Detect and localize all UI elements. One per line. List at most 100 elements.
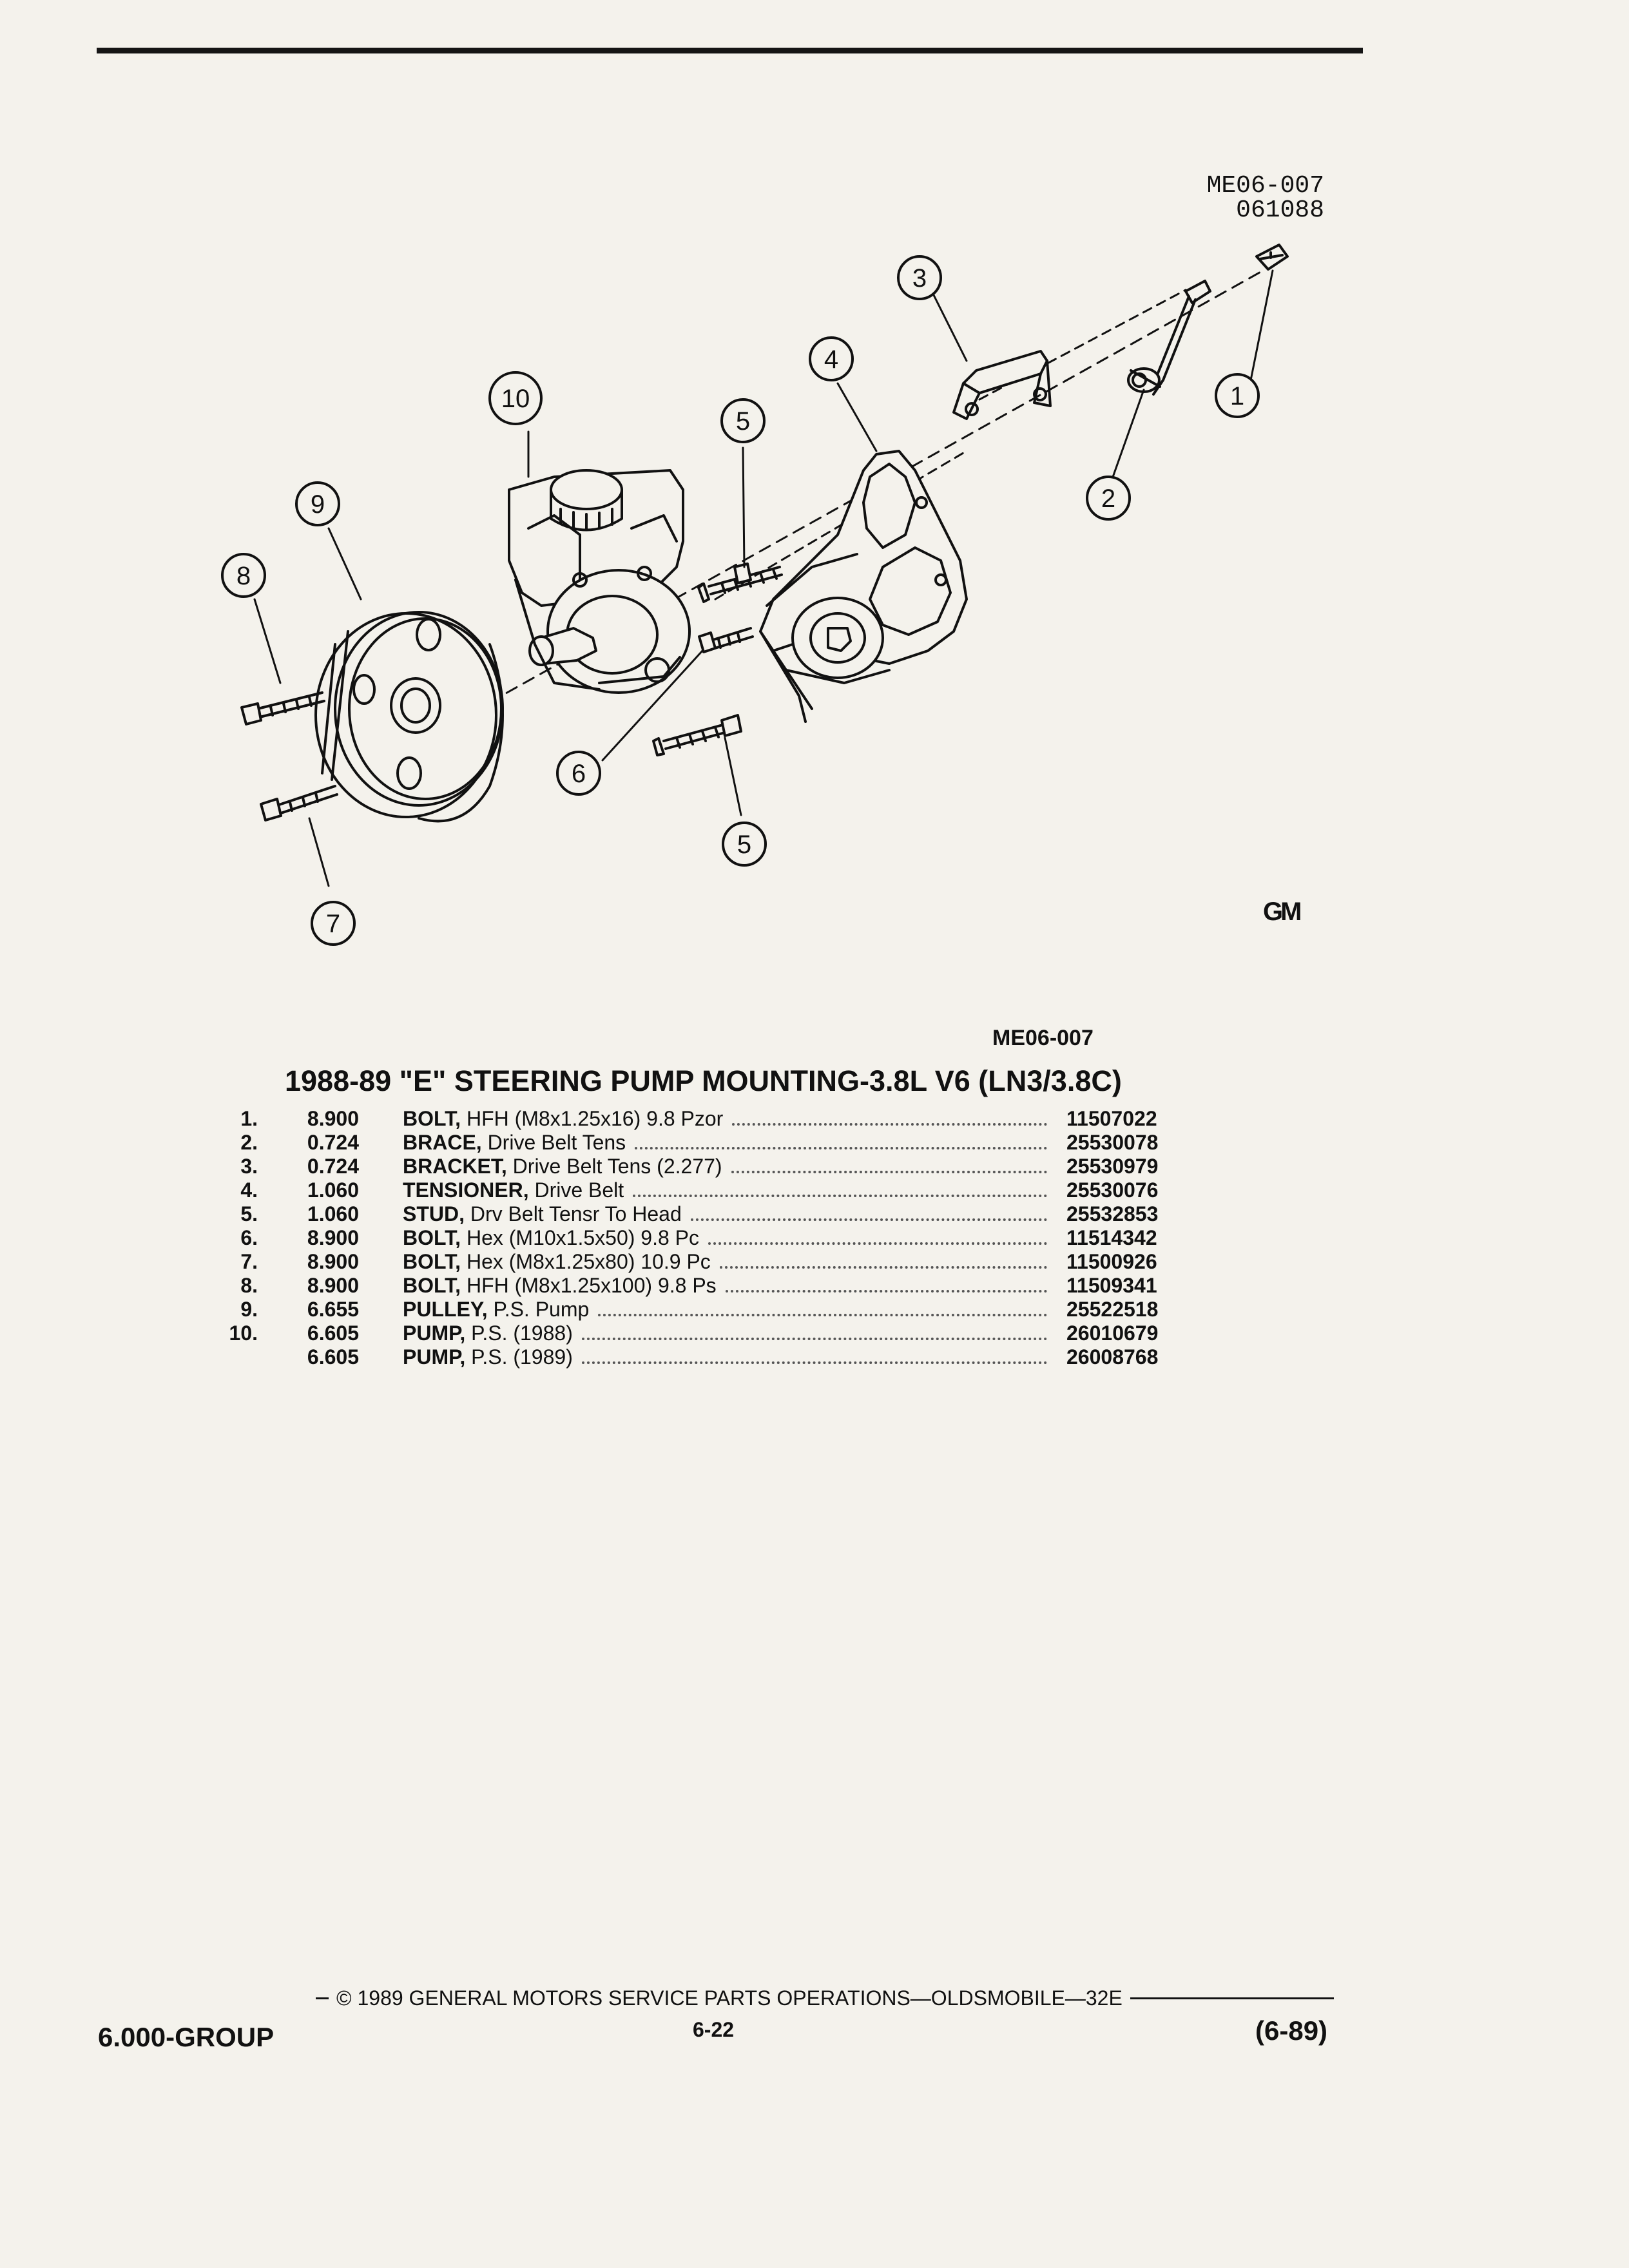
group-number: 8.900 <box>307 1226 359 1249</box>
part-number: 26008768 <box>1066 1345 1159 1369</box>
leader-dots <box>690 1218 1047 1221</box>
bracket-3 <box>952 350 1052 420</box>
callout-6: 6 <box>572 760 586 788</box>
group-number: 8.900 <box>307 1274 359 1297</box>
figure-caption: ME06-007 <box>992 1026 1094 1050</box>
part-description: TENSIONER, Drive Belt <box>403 1178 1066 1202</box>
part-number: 25522518 <box>1066 1298 1159 1321</box>
footer-page-number: 6-22 <box>693 2018 735 2041</box>
part-description: STUD, Drv Belt Tensr To Head <box>403 1202 1066 1226</box>
leader-dots <box>598 1314 1047 1316</box>
part-number: 11514342 <box>1066 1226 1157 1249</box>
bolt-1 <box>1255 244 1289 271</box>
group-number: 0.724 <box>307 1131 359 1154</box>
item-number: 2. <box>240 1131 258 1154</box>
part-detail: Hex (M10x1.5x50) 9.8 Pc <box>466 1226 699 1249</box>
part-name: BOLT, <box>403 1107 461 1130</box>
pump-10 <box>508 469 691 694</box>
part-name: PUMP, <box>403 1345 466 1369</box>
part-name: BOLT, <box>403 1226 461 1249</box>
part-name: TENSIONER, <box>403 1178 529 1202</box>
part-description: PUMP, P.S. (1988) <box>403 1321 1066 1345</box>
leader-dots <box>581 1361 1047 1364</box>
pulley-9 <box>314 611 504 823</box>
item-number: 7. <box>240 1250 258 1273</box>
callout-1: 1 <box>1230 382 1244 410</box>
part-description: BOLT, HFH (M8x1.25x100) 9.8 Ps <box>403 1274 1066 1298</box>
part-name: BRACKET, <box>403 1155 507 1178</box>
part-detail: HFH (M8x1.25x16) 9.8 Pzor <box>466 1107 724 1130</box>
part-description: BRACE, Drive Belt Tens <box>403 1131 1066 1155</box>
item-number: 5. <box>240 1202 258 1225</box>
part-description: BRACKET, Drive Belt Tens (2.277) <box>403 1155 1066 1178</box>
part-detail: HFH (M8x1.25x100) 9.8 Ps <box>466 1274 717 1297</box>
figure-id: ME06-007 061088 <box>1170 174 1324 223</box>
item-number: 9. <box>240 1298 258 1321</box>
part-name: PUMP, <box>403 1321 466 1345</box>
leader-dots <box>633 1195 1047 1197</box>
part-number: 26010679 <box>1066 1321 1159 1345</box>
group-number: 6.605 <box>307 1321 359 1345</box>
leader-dots <box>581 1338 1047 1340</box>
part-detail: Hex (M8x1.25x80) 10.9 Pc <box>466 1250 711 1273</box>
group-number: 6.655 <box>307 1298 359 1321</box>
group-number: 1.060 <box>307 1178 359 1202</box>
callout-7: 7 <box>326 910 340 938</box>
part-name: STUD, <box>403 1202 465 1225</box>
callout-3: 3 <box>912 264 927 293</box>
group-number: 0.724 <box>307 1155 359 1178</box>
part-detail: Drv Belt Tensr To Head <box>470 1202 682 1225</box>
part-name: PULLEY, <box>403 1298 488 1321</box>
stud-5-lower <box>652 714 742 756</box>
part-number: 25532853 <box>1066 1202 1159 1225</box>
bolt-8 <box>240 691 325 726</box>
part-description: PULLEY, P.S. Pump <box>403 1298 1066 1321</box>
brace-2 <box>1127 280 1211 396</box>
part-number: 11509341 <box>1066 1274 1157 1297</box>
item-number: 3. <box>240 1155 258 1178</box>
part-number: 25530979 <box>1066 1155 1159 1178</box>
stud-5-upper <box>697 562 783 603</box>
leader-lines <box>253 269 1274 887</box>
part-detail: P.S. (1989) <box>471 1345 573 1369</box>
callout-circles <box>221 255 1260 946</box>
part-detail: P.S. (1988) <box>471 1321 573 1345</box>
bolt-6 <box>698 627 754 653</box>
leader-dots <box>708 1242 1047 1245</box>
item-number: 4. <box>240 1178 258 1202</box>
group-number: 8.900 <box>307 1250 359 1273</box>
parts-row: 6.605 PUMP, P.S. (1989) 26008768 <box>187 1345 1218 1369</box>
part-number: 25530076 <box>1066 1178 1159 1202</box>
part-detail: P.S. Pump <box>493 1298 590 1321</box>
part-number: 11500926 <box>1066 1250 1157 1273</box>
item-number: 1. <box>240 1107 258 1130</box>
leader-dots <box>731 1171 1047 1173</box>
item-number: 8. <box>240 1274 258 1297</box>
callout-10: 10 <box>501 385 530 413</box>
callout-5-upper: 5 <box>736 407 750 436</box>
item-number: 10. <box>229 1321 258 1345</box>
footer-revision-date: (6-89) <box>1255 2015 1328 2046</box>
group-number: 6.605 <box>307 1345 359 1369</box>
figure-date-code: 061088 <box>1236 197 1324 224</box>
part-number: 11507022 <box>1066 1107 1157 1130</box>
part-name: BRACE, <box>403 1131 482 1154</box>
callout-4: 4 <box>824 345 838 374</box>
top-rule <box>97 48 1363 53</box>
part-number: 25530078 <box>1066 1131 1159 1154</box>
parts-list-title: 1988-89 "E" STEERING PUMP MOUNTING-3.8L … <box>285 1064 1122 1097</box>
leader-dots <box>732 1123 1047 1126</box>
part-detail: Drive Belt <box>534 1178 624 1202</box>
figure-code: ME06-007 <box>1206 172 1324 200</box>
leader-dots <box>719 1266 1047 1269</box>
part-detail: Drive Belt Tens <box>487 1131 626 1154</box>
part-name: BOLT, <box>403 1274 461 1297</box>
